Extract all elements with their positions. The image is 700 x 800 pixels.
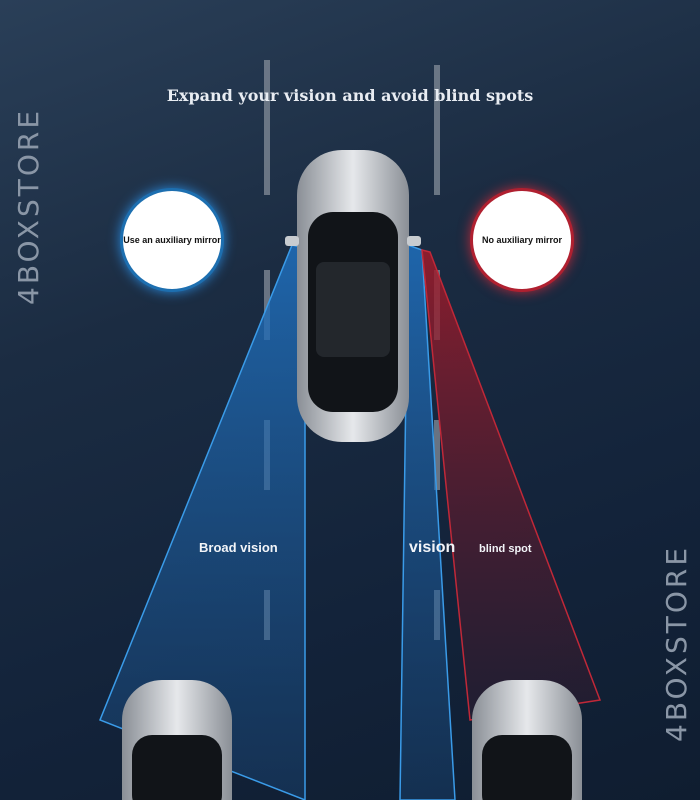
rear-right-car xyxy=(472,680,582,800)
without-mirror-label: No auxiliary mirror xyxy=(481,235,563,245)
watermark-left: 4BOXSTORE xyxy=(12,107,45,305)
main-car xyxy=(285,150,421,442)
blind-spot-beam xyxy=(421,249,602,721)
without-mirror-badge: No auxiliary mirror xyxy=(470,188,574,292)
blind-spot-label: blind spot xyxy=(479,543,532,555)
broad-vision-label: Broad vision xyxy=(199,540,278,555)
watermark-right: 4BOXSTORE xyxy=(660,544,693,742)
vision-label: vision xyxy=(409,539,456,556)
with-mirror-label: Use an auxiliary mirror xyxy=(123,235,221,245)
rear-left-car xyxy=(122,680,232,800)
vision-beam xyxy=(399,243,456,800)
headline: Expand your vision and avoid blind spots xyxy=(166,86,534,105)
with-mirror-badge: Use an auxiliary mirror xyxy=(120,188,224,292)
